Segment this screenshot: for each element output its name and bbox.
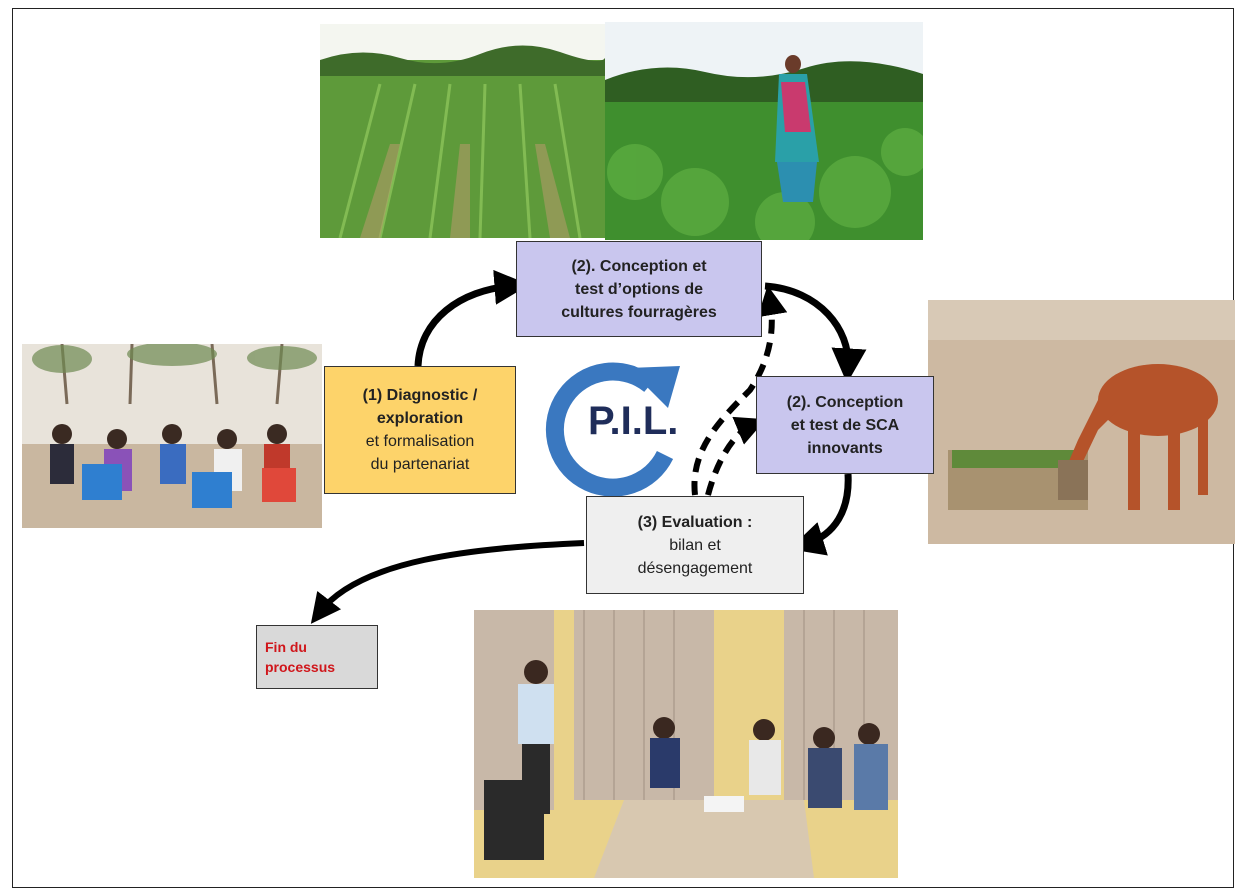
diagnostic-line1: (1) Diagnostic / <box>362 387 478 404</box>
evaluation-meeting-photo <box>474 610 898 878</box>
conception-fourrage-line3: cultures fourragères <box>561 303 717 321</box>
community-meeting-photo <box>22 344 322 528</box>
pil-cycle-icon <box>545 362 680 497</box>
dashed-arrow-evaluation-to-sca <box>705 416 766 496</box>
fin-line2: processus <box>265 659 336 675</box>
evaluation-line1: (3) Evaluation : <box>637 513 753 531</box>
arrow-evaluation-to-fin <box>310 540 585 624</box>
conception-sca-line3: innovants <box>807 439 883 457</box>
dashed-arrow-evaluation-to-conception <box>691 285 788 496</box>
fin-line1: Fin du <box>265 639 307 655</box>
conception-sca-line1: (2). Conception <box>786 393 904 411</box>
cow-feeding-photo <box>928 300 1235 544</box>
farmer-in-field-photo <box>605 22 923 240</box>
arrow-conception-to-sca <box>764 282 867 384</box>
evaluation-line3: désengagement <box>637 559 753 577</box>
conception-sca-node: (2). Conception et test de SCA innovants <box>756 376 934 474</box>
farmer-figure <box>775 55 819 202</box>
diagnostic-node: (1) Diagnostic / exploration et formalis… <box>324 366 516 494</box>
forage-field-photo <box>320 24 605 238</box>
evaluation-line2: bilan et <box>669 536 721 554</box>
pil-label: P.I.L. <box>588 399 678 443</box>
conception-fourrage-line1: (2). Conception et <box>571 257 707 275</box>
arrow-diagnostic-to-conception <box>414 269 530 367</box>
diagnostic-line4: du partenariat <box>370 456 470 473</box>
conception-fourrage-node: (2). Conception et test d’options de cul… <box>516 241 762 337</box>
diagnostic-line2: exploration <box>376 410 464 427</box>
diagnostic-line3: et formalisation <box>365 433 475 450</box>
conception-fourrage-line2: test d’options de <box>575 280 703 298</box>
arrow-sca-to-evaluation <box>789 473 852 556</box>
fin-node: Fin du processus <box>256 625 378 689</box>
cow-figure <box>1066 364 1218 510</box>
evaluation-node: (3) Evaluation : bilan et désengagement <box>586 496 804 594</box>
conception-sca-line2: et test de SCA <box>790 416 900 434</box>
